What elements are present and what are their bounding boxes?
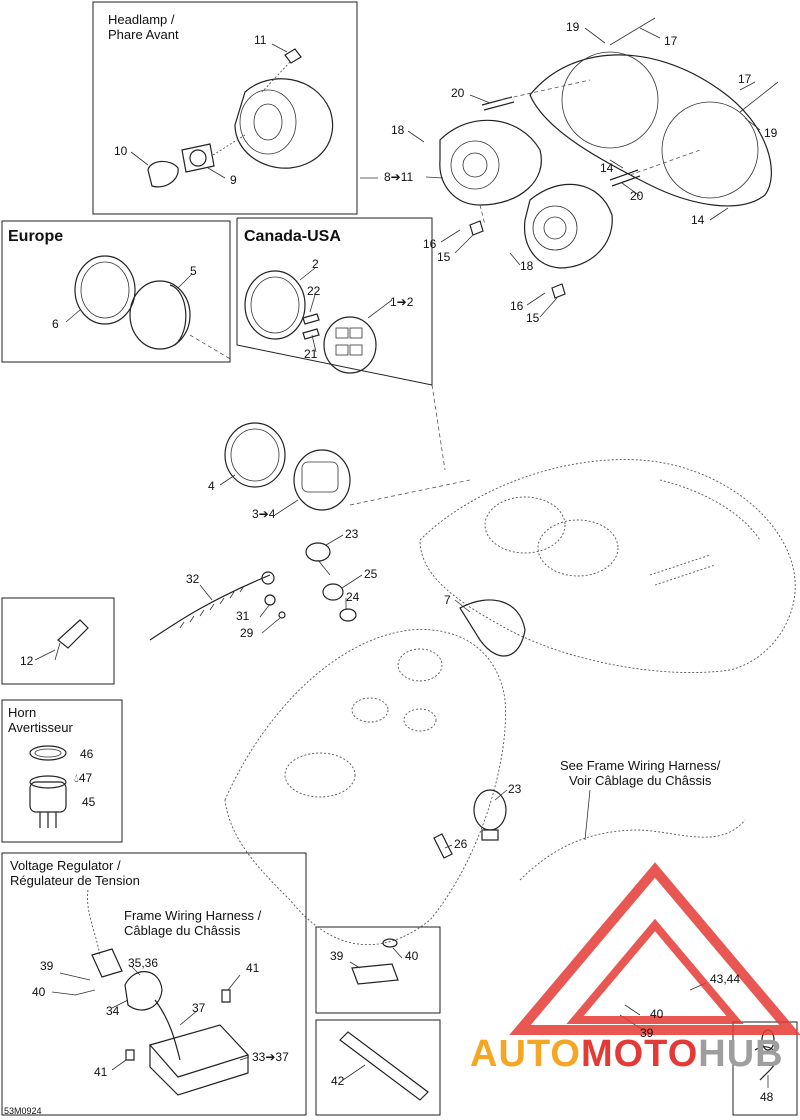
callout-9: 9 [230, 173, 237, 187]
part-39-40-inset-frame [315, 926, 441, 1014]
watermark-text: AUTOMOTOHUB [470, 1033, 784, 1075]
watermark-logo-triangle [509, 862, 800, 1035]
small-inset-parts [339, 938, 777, 1101]
callout-35-36: 35,36 [128, 956, 159, 970]
callout-31: 31 [236, 609, 250, 623]
callout-40: 40 [405, 949, 419, 963]
callout-18: 18 [391, 123, 405, 137]
callout-26: 26 [454, 837, 468, 851]
leader-lines [34, 27, 769, 1088]
voltage-regulator-title: Voltage Regulator /Régulateur de Tension [10, 858, 140, 888]
callout-2: 2 [312, 257, 319, 271]
callout-10: 10 [114, 144, 128, 158]
callout-18: 18 [520, 259, 534, 273]
voltage-regulator-inset-frame [1, 852, 307, 1116]
gauge-ring-parts [224, 384, 471, 511]
callout-45: 45 [82, 795, 96, 809]
callout-40: 40 [32, 985, 46, 999]
canada-usa-gauge-parts [244, 270, 377, 374]
callout-15: 15 [437, 250, 451, 264]
callout-20: 20 [630, 189, 644, 203]
callout-23: 23 [345, 527, 359, 541]
callout-17: 17 [664, 34, 678, 48]
part-48-inset-frame [732, 1021, 798, 1116]
frame-harness-inner-title: Frame Wiring Harness /Câblage du Châssis [124, 908, 262, 938]
callout-3-to-4: 3➔4 [252, 507, 276, 521]
callout-47: 💧︎47 [74, 771, 93, 785]
callout-43-44: 43,44 [710, 972, 741, 986]
callout-23: 23 [508, 782, 522, 796]
headlamp-housings-drawing [439, 17, 779, 299]
misc-parts-drawing [54, 542, 746, 881]
headlamp-inset-frame [92, 1, 358, 215]
callout-41: 41 [94, 1065, 108, 1079]
voltage-regulator-drawing [74, 889, 250, 1096]
callout-48: 48 [760, 1090, 774, 1104]
europe-lens-parts [74, 255, 233, 361]
callout-19: 19 [566, 20, 580, 34]
drop-icon: 💧︎ [74, 771, 79, 785]
canada-usa-title: Canada-USA [244, 228, 341, 245]
callout-42: 42 [331, 1074, 345, 1088]
callout-16: 16 [423, 237, 437, 251]
callout-19: 19 [764, 126, 778, 140]
callout-4: 4 [208, 479, 215, 493]
callout-39: 39 [330, 949, 344, 963]
callout-29: 29 [240, 626, 254, 640]
europe-inset-frame [1, 220, 231, 363]
callout-17: 17 [738, 72, 752, 86]
frame-harness-reference: See Frame Wiring Harness/Voir Câblage du… [560, 758, 721, 788]
callout-32: 32 [186, 572, 200, 586]
part-12-inset-frame [1, 597, 115, 685]
callout-20: 20 [451, 86, 465, 100]
callout-16: 16 [510, 299, 524, 313]
callout-7: 7 [444, 593, 451, 607]
callout-25: 25 [364, 567, 378, 581]
callout-21: 21 [304, 347, 318, 361]
callout-6: 6 [52, 317, 59, 331]
callout-34: 34 [106, 1004, 120, 1018]
callout-40: 40 [650, 1007, 664, 1021]
callout-1-to-2: 1➔2 [390, 295, 414, 309]
europe-title: Europe [8, 228, 64, 245]
callout-8-to-11: 8➔11 [384, 170, 414, 184]
callout-33-to-37: 33➔37 [252, 1050, 289, 1064]
callout-24: 24 [346, 590, 360, 604]
callout-41: 41 [246, 961, 260, 975]
callout-14: 14 [691, 213, 705, 227]
callout-37: 37 [192, 1001, 206, 1015]
front-fairing-drawing [419, 459, 796, 674]
callout-5: 5 [190, 264, 197, 278]
callout-22: 22 [307, 284, 321, 298]
headlamp-assembly-drawing [147, 48, 378, 188]
callout-14: 14 [600, 161, 614, 175]
horn-drawing [29, 745, 67, 828]
callout-15: 15 [526, 311, 540, 325]
headlamp-title: Headlamp /Phare Avant [108, 12, 179, 42]
horn-inset-frame [1, 699, 123, 843]
callout-39: 39 [40, 959, 54, 973]
console-drawing [224, 629, 506, 946]
callout-12: 12 [20, 654, 34, 668]
figure-code: 53M0924 [4, 1106, 42, 1116]
callout-11: 11 [254, 33, 267, 47]
callout-39: 39 [640, 1026, 654, 1040]
callout-46: 46 [80, 747, 94, 761]
part-42-inset-frame [315, 1019, 441, 1116]
